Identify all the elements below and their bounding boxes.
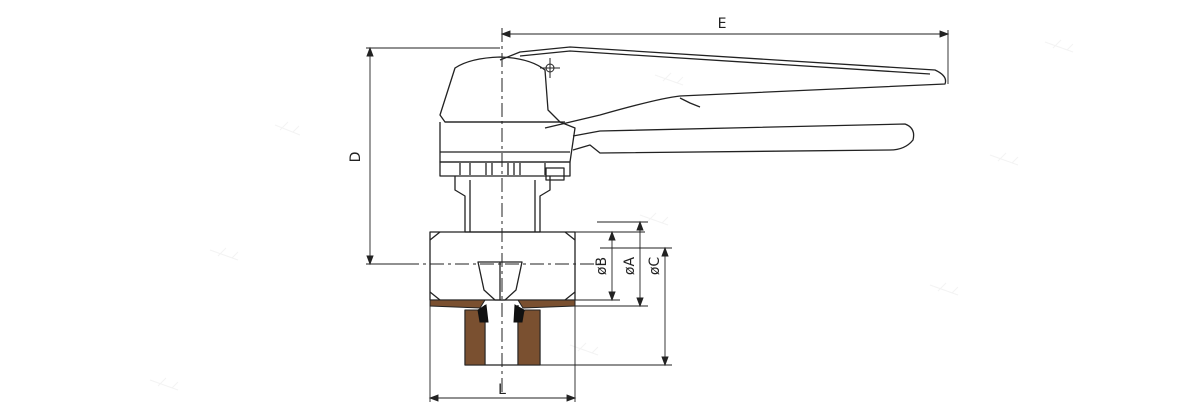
indicator-ring <box>439 161 571 177</box>
crosshair-mark <box>540 58 560 78</box>
watermark-mark <box>149 377 179 391</box>
watermark-mark <box>989 152 1019 166</box>
seal-left <box>477 304 489 323</box>
dim-e-arrow <box>939 30 950 38</box>
dim-e-arrow <box>500 30 511 38</box>
seal-right <box>513 304 525 323</box>
watermark-mark <box>569 342 599 356</box>
hatched-sections <box>429 299 576 366</box>
dim-label-a: øA <box>622 257 638 276</box>
dim-d-arrow <box>366 255 374 266</box>
dim-c-arrow <box>661 356 669 367</box>
dim-b-arrow <box>608 230 616 241</box>
watermark-group <box>149 39 1074 391</box>
watermark-mark <box>209 247 239 261</box>
body-weld-left <box>429 299 486 309</box>
watermark-mark <box>639 212 669 226</box>
dim-a-arrow <box>636 297 644 308</box>
watermark-mark <box>1044 39 1074 53</box>
upper-handle <box>499 46 947 129</box>
watermark-mark <box>654 72 684 86</box>
outlet-wall-left <box>464 309 486 366</box>
dim-label-e: E <box>718 16 727 32</box>
seals <box>477 304 525 323</box>
body-weld-right <box>517 299 576 309</box>
dim-label-l: L <box>498 382 506 398</box>
dim-label-b: øB <box>594 257 610 275</box>
upper-handle-inner <box>519 50 931 75</box>
lower-handle <box>572 123 915 154</box>
actuator-head <box>439 56 561 123</box>
dim-l-arrow <box>428 394 439 402</box>
indicator-ticks <box>459 163 546 175</box>
body-flange <box>429 231 576 301</box>
locking-screw <box>545 167 565 181</box>
dim-label-d: D <box>348 152 364 163</box>
centerlines <box>405 28 600 395</box>
dim-d-arrow <box>366 46 374 57</box>
actuator-body <box>439 121 576 163</box>
watermark-mark <box>274 121 301 136</box>
dim-b-arrow <box>608 291 616 302</box>
dim-a-arrow <box>636 220 644 231</box>
watermark-mark <box>929 282 959 296</box>
valve-outline <box>429 46 947 366</box>
dim-c-arrow <box>661 246 669 257</box>
dimension-lines <box>366 30 950 402</box>
dim-label-c: øC <box>647 257 663 276</box>
butterfly-disc <box>477 261 523 301</box>
lower-handle-grip <box>679 97 701 108</box>
dim-l-arrow <box>566 394 577 402</box>
